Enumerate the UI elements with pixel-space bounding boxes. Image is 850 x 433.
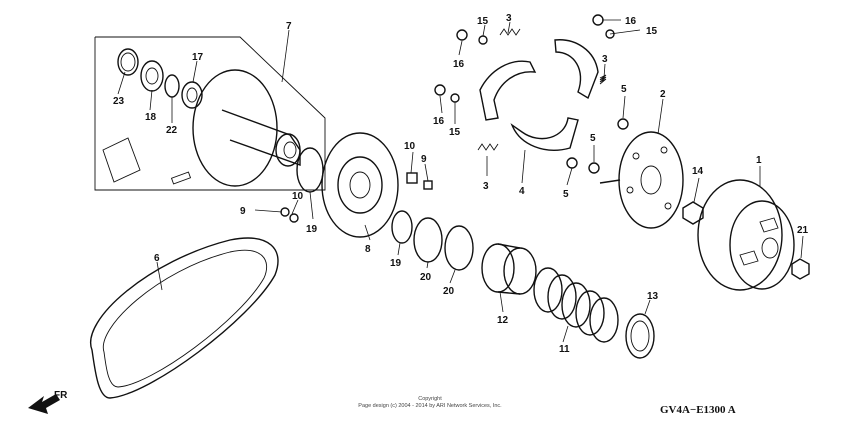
clutch-outer-nut bbox=[791, 258, 810, 280]
callout-14: 14 bbox=[692, 166, 704, 177]
movable-driven-face bbox=[296, 132, 413, 244]
callout-5-mid: 5 bbox=[590, 133, 596, 144]
small-hardware bbox=[280, 14, 629, 223]
callout-16-left: 16 bbox=[433, 116, 445, 127]
callout-9-lower: 9 bbox=[240, 206, 246, 217]
callout-2: 2 bbox=[660, 89, 666, 100]
copyright-line-2: Page design (c) 2004 - 2014 by ARI Netwo… bbox=[358, 403, 502, 409]
callout-15-right: 15 bbox=[646, 26, 658, 37]
callout-10-upper: 10 bbox=[404, 141, 416, 152]
callout-13: 13 bbox=[647, 291, 659, 302]
callout-12: 12 bbox=[497, 315, 509, 326]
callout-21: 21 bbox=[797, 225, 809, 236]
o-ring-b bbox=[444, 225, 474, 271]
callout-3-top: 3 bbox=[506, 13, 512, 24]
part-number-callouts: 7 23 18 22 17 10 9 10 9 19 8 19 20 20 6 … bbox=[113, 13, 809, 355]
callout-8: 8 bbox=[365, 244, 371, 255]
callout-20-right: 20 bbox=[443, 286, 455, 297]
callout-6: 6 bbox=[154, 253, 160, 264]
front-arrow-icon bbox=[28, 394, 60, 414]
callout-7: 7 bbox=[286, 21, 292, 32]
drive-plate bbox=[599, 131, 684, 229]
clutch-springs bbox=[477, 28, 607, 151]
diagram-code: GV4A−E1300 A bbox=[660, 404, 736, 416]
o-ring-a bbox=[413, 217, 443, 263]
spring-seat bbox=[625, 313, 655, 359]
callout-16-top: 16 bbox=[453, 59, 465, 70]
drive-plate-nut bbox=[682, 201, 704, 225]
driven-spring bbox=[533, 267, 619, 343]
leader-lines bbox=[117, 19, 804, 343]
collar bbox=[481, 243, 537, 295]
callout-11: 11 bbox=[559, 344, 570, 355]
callout-20-left: 20 bbox=[420, 272, 432, 283]
drive-belt bbox=[89, 237, 279, 399]
callout-3-right: 3 bbox=[602, 54, 608, 65]
callout-3-bottom: 3 bbox=[483, 181, 489, 192]
callout-23: 23 bbox=[113, 96, 125, 107]
callout-10-lower: 10 bbox=[292, 191, 304, 202]
callout-1: 1 bbox=[756, 155, 762, 166]
clutch-outer bbox=[697, 179, 795, 291]
callout-16-right: 16 bbox=[625, 16, 637, 27]
front-direction-label: FR bbox=[54, 390, 68, 401]
copyright-line-1: Copyright bbox=[418, 396, 442, 402]
callout-9-upper: 9 bbox=[421, 154, 427, 165]
callout-19-left: 19 bbox=[306, 224, 318, 235]
callout-22: 22 bbox=[166, 125, 178, 136]
callout-19-right: 19 bbox=[390, 258, 402, 269]
callout-17: 17 bbox=[192, 52, 204, 63]
callout-15-top: 15 bbox=[477, 16, 489, 27]
callout-5-top: 5 bbox=[621, 84, 627, 95]
copyright-notice: Copyright Page design (c) 2004 - 2014 by… bbox=[300, 396, 560, 410]
clutch-shoes bbox=[479, 39, 599, 151]
callout-5-bottom: 5 bbox=[563, 189, 569, 200]
callout-4: 4 bbox=[519, 186, 525, 197]
callout-15-left: 15 bbox=[449, 127, 461, 138]
callout-18: 18 bbox=[145, 112, 157, 123]
driven-face-assembly-group bbox=[94, 36, 326, 191]
